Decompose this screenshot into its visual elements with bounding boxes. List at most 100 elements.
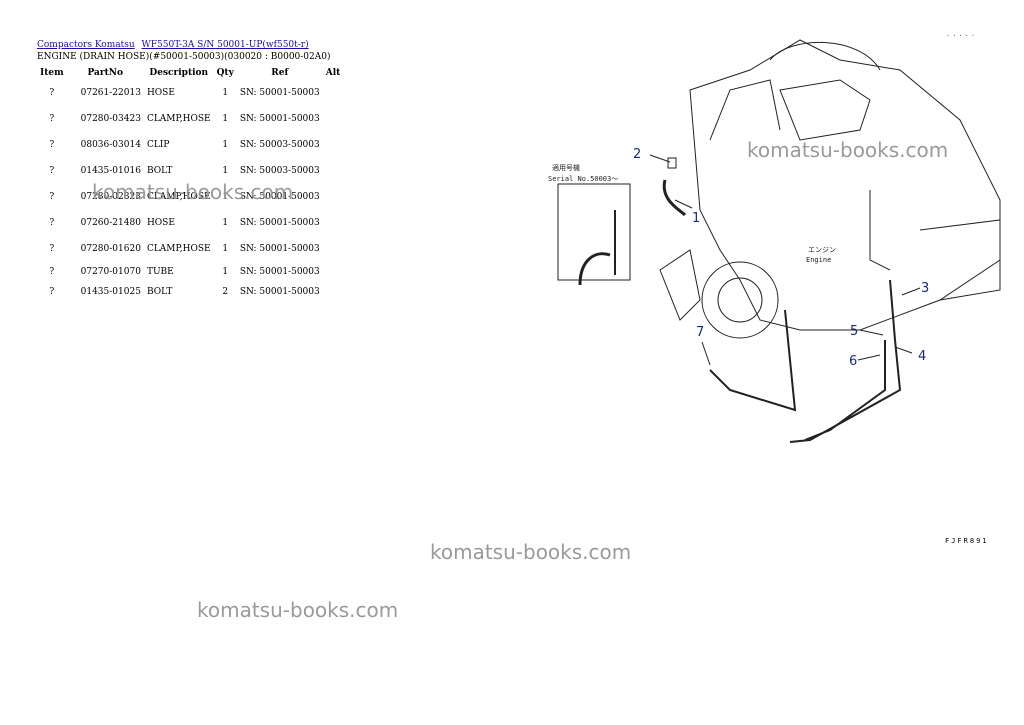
leader-7 [701, 341, 711, 366]
cell-ref: SN: 50001-50003 [239, 88, 320, 98]
callout-6: 6 [849, 354, 857, 369]
cell-qty: 1 [222, 267, 229, 277]
table-row: ? 01435-01016 BOLT 1 SN: 50003-50003 [37, 158, 343, 184]
leader-1 [674, 199, 693, 209]
cell-ref: SN: 50001-50003 [239, 267, 320, 277]
table-header-row: Item PartNo Description Qty Ref Alt [37, 66, 343, 80]
cell-qty: 1 [222, 114, 229, 124]
page-subtitle: ENGINE (DRAIN HOSE)(#50001-50003)(030020… [37, 52, 331, 62]
cell-item: ? [49, 244, 55, 254]
callout-2: 2 [633, 147, 641, 162]
cell-qty: 1 [222, 192, 229, 202]
table-row: ? 07280-01620 CLAMP,HOSE 1 SN: 50001-500… [37, 236, 343, 262]
header-description: Description [149, 68, 209, 78]
breadcrumb-link-compactors[interactable]: Compactors Komatsu [37, 40, 135, 50]
cell-description: CLIP [146, 140, 170, 150]
cell-item: ? [49, 267, 55, 277]
callout-7: 7 [696, 325, 704, 340]
engine-head [779, 79, 871, 141]
cell-qty: 1 [222, 218, 229, 228]
table-row: ? 07260-21480 HOSE 1 SN: 50001-50003 [37, 210, 343, 236]
cell-partno: 07270-01070 [80, 267, 141, 277]
engine-top-cover [769, 41, 881, 71]
leader-6 [857, 354, 881, 361]
cell-qty: 1 [222, 166, 229, 176]
watermark: komatsu-books.com [747, 138, 949, 162]
cell-ref: SN: 50003-50003 [239, 140, 320, 150]
inset-box [557, 183, 631, 281]
cell-partno: 01435-01016 [80, 166, 141, 176]
leader-2 [649, 154, 671, 163]
leader-4 [894, 346, 913, 354]
hose-part-1 [662, 179, 687, 217]
breadcrumb-link-model[interactable]: WF550T-3A S/N 50001-UP(wf550t-r) [141, 40, 309, 50]
engine-label-jp: エンジン [808, 246, 836, 254]
cell-alt [323, 282, 344, 302]
cell-qty: 2 [222, 287, 229, 297]
callout-3: 3 [921, 281, 929, 296]
cell-description: CLAMP,HOSE [146, 114, 211, 124]
leader-3 [901, 287, 921, 296]
cell-alt [323, 184, 344, 210]
figure-code: FJFR891 [945, 537, 989, 545]
cell-description: HOSE [146, 218, 175, 228]
leader-5 [859, 329, 884, 336]
table-row: ? 08036-03014 CLIP 1 SN: 50003-50003 [37, 132, 343, 158]
watermark: komatsu-books.com [430, 540, 632, 564]
callout-4: 4 [918, 349, 926, 364]
header-partno: PartNo [87, 68, 124, 78]
cell-ref: SN: 50003-50003 [239, 166, 320, 176]
cell-ref: SN: 50001-50003 [239, 114, 320, 124]
engine-outline [689, 39, 1001, 331]
table-row: ? 01435-01025 BOLT 2 SN: 50001-50003 [37, 282, 343, 302]
drain-line-1 [869, 190, 891, 271]
cell-alt [323, 158, 344, 184]
watermark: komatsu-books.com [197, 598, 399, 622]
inset-hose [578, 252, 611, 286]
cell-qty: 1 [222, 244, 229, 254]
drain-tube-4 [789, 279, 902, 443]
cell-item: ? [49, 192, 55, 202]
table-row: ? 07280-03423 CLAMP,HOSE 1 SN: 50001-500… [37, 106, 343, 132]
cell-item: ? [49, 287, 55, 297]
cell-description: CLAMP,HOSE [146, 192, 211, 202]
header-item: Item [40, 68, 64, 78]
cell-partno: 07280-02823 [80, 192, 141, 202]
header-qty: Qty [216, 68, 234, 78]
cell-item: ? [49, 218, 55, 228]
cell-partno: 07260-21480 [80, 218, 141, 228]
intake-pipe [709, 79, 781, 141]
engine-mount [659, 249, 701, 321]
table-row: ? 07261-22013 HOSE 1 SN: 50001-50003 [37, 80, 343, 106]
cell-alt [323, 210, 344, 236]
engine-label-en: Engine [806, 256, 831, 264]
cell-item: ? [49, 140, 55, 150]
frame-rail [919, 219, 1001, 301]
cell-alt [323, 80, 344, 106]
cell-qty: 1 [222, 140, 229, 150]
cell-ref: SN: 50001-50003 [239, 244, 320, 254]
cell-partno: 07261-22013 [80, 88, 141, 98]
inset-label-jp: 適用号機 [552, 163, 580, 172]
cell-description: HOSE [146, 88, 175, 98]
cell-description: BOLT [146, 287, 173, 297]
clamp-part-2 [667, 157, 677, 169]
cell-item: ? [49, 88, 55, 98]
callout-5: 5 [850, 324, 858, 339]
diagram-top-marks: ····· [946, 32, 978, 40]
cell-alt [323, 262, 344, 282]
breadcrumb: Compactors Komatsu WF550T-3A S/N 50001-U… [37, 40, 313, 50]
header-alt: Alt [325, 68, 341, 78]
table-row: ? 07280-02823 CLAMP,HOSE 1 SN: 50001-500… [37, 184, 343, 210]
cell-ref: SN: 50001-50003 [239, 287, 320, 297]
cell-ref: SN: 50001-50003 [239, 218, 320, 228]
cell-item: ? [49, 166, 55, 176]
flywheel-housing [701, 261, 779, 339]
callout-1: 1 [692, 211, 700, 226]
cell-partno: 08036-03014 [80, 140, 141, 150]
parts-diagram: 1 2 3 4 5 6 7 適用号機 Serial No.50003～ エンジン… [548, 39, 1001, 443]
cell-alt [323, 236, 344, 262]
cell-partno: 07280-03423 [80, 114, 141, 124]
cell-partno: 01435-01025 [80, 287, 141, 297]
flywheel-hub [717, 277, 763, 323]
